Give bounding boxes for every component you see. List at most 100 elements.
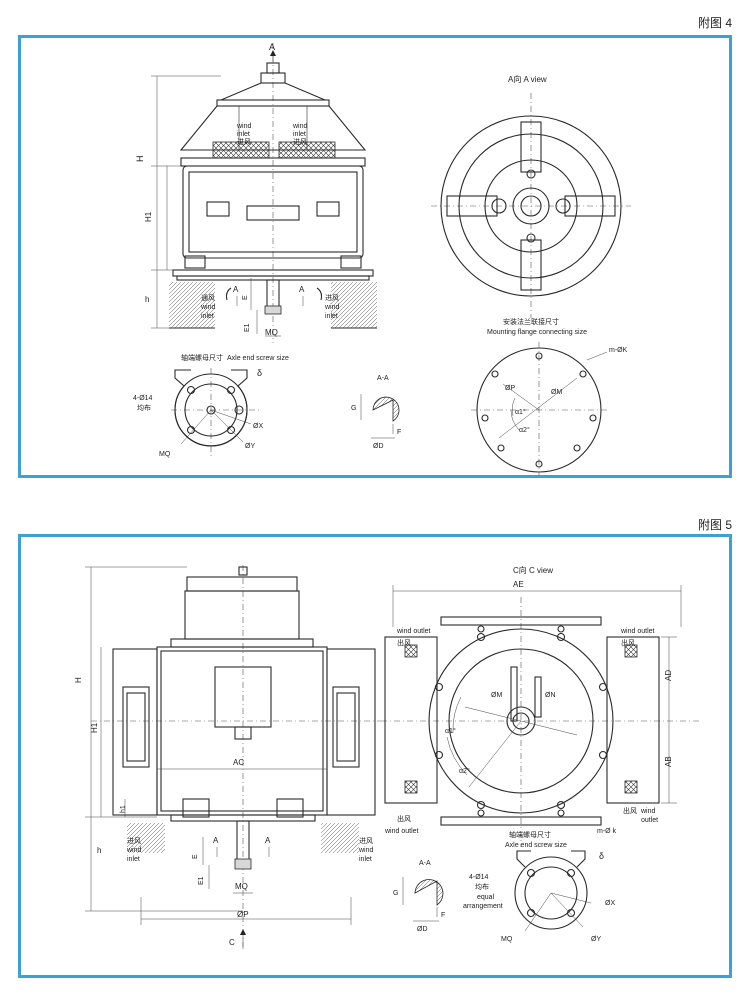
- label5-AE: AE: [513, 580, 524, 589]
- label-wind-bottom-right: wind: [324, 304, 340, 311]
- label-phiY: ØY: [245, 443, 255, 450]
- mounting-flange-view: [471, 342, 608, 475]
- label5-c-view: C向 C view: [513, 565, 553, 575]
- label-tong-feng-left: 通风: [201, 293, 215, 302]
- label5-axle-en: Axle end screw size: [505, 842, 567, 849]
- label-inlet-right: inlet: [293, 131, 306, 138]
- label5-outlet-cn-bottom-right: 出风: [623, 806, 637, 815]
- axle-end-view: [171, 368, 261, 458]
- label-axle-en: Axle end screw size: [227, 355, 289, 362]
- label5-wind-outlet-bottom-left: wind outlet: [384, 828, 419, 835]
- c-aa-section: [402, 877, 444, 922]
- label-a-left: A: [233, 285, 239, 294]
- label-F: F: [397, 429, 401, 436]
- label5-MQ: MQ: [235, 882, 248, 891]
- label5-outlet-cn-right: 出风: [621, 638, 635, 647]
- label5-H: H: [74, 677, 83, 683]
- figure5-panel: H H1 h1 h AC E E1 MQ ØP C A A 进风 wind in…: [18, 534, 732, 978]
- label-h: h: [145, 295, 149, 304]
- label5-mk: m-Ø k: [597, 828, 617, 835]
- label-inlet-bottom-right: inlet: [325, 313, 338, 320]
- label5-inlet-left: inlet: [127, 856, 140, 863]
- label5-E: E: [192, 854, 199, 859]
- label-phiM: ØM: [551, 389, 562, 396]
- a-view-drawing: [431, 93, 631, 318]
- figure4-drawing: A H H1 h wind inlet 进风 wind inlet 进风 通风 …: [133, 42, 631, 475]
- label5-wind-right: wind: [358, 847, 374, 854]
- label5-phiY: ØY: [591, 936, 601, 943]
- label-alpha2: α2°: [519, 426, 530, 434]
- label-phiP: ØP: [505, 385, 515, 392]
- label-wind-inlet-cn-bottom-right: 进风: [325, 294, 339, 302]
- label5-inlet-right: inlet: [359, 856, 372, 863]
- label-inlet-left: inlet: [237, 131, 250, 138]
- label5-alpha1: α1°: [445, 727, 456, 735]
- label5-phiM: ØM: [491, 692, 502, 699]
- label-MQ: MQ: [265, 328, 278, 337]
- label-mK: m-ØK: [609, 347, 628, 354]
- label-G: G: [351, 405, 356, 412]
- label5-AC: AC: [233, 758, 244, 767]
- label5-axle-cn: 轴端螺母尺寸: [509, 830, 551, 839]
- label-H1: H1: [144, 211, 153, 222]
- label-alpha1: α1°: [515, 408, 526, 416]
- motor-front-view: [151, 43, 377, 343]
- motor-side-view: [85, 565, 381, 949]
- label-wind-bottom-left: wind: [200, 304, 216, 311]
- label-a-right: A: [299, 285, 305, 294]
- label5-wind-outlet-left: wind outlet: [396, 628, 431, 635]
- label5-equal: equal: [477, 894, 495, 901]
- label-a-top: A: [269, 42, 275, 52]
- label-axle-cn: 轴端螺母尺寸: [181, 353, 223, 362]
- label-uniform: 均布: [137, 403, 151, 412]
- label5-wind-left: wind: [126, 847, 142, 854]
- figure5-drawing: H H1 h1 h AC E E1 MQ ØP C A A 进风 wind in…: [74, 565, 701, 949]
- label5-wind-outlet-right: wind outlet: [620, 628, 655, 635]
- label5-G: G: [393, 890, 398, 897]
- label5-C: C: [229, 938, 235, 947]
- label-H: H: [135, 156, 145, 163]
- label-phiD: ØD: [373, 443, 384, 450]
- label-flange-en: Mounting flange connecting size: [487, 329, 587, 336]
- label5-MQ-axle: MQ: [501, 936, 513, 943]
- label5-aa: A-A: [419, 860, 431, 867]
- figure4-caption: 附图 4: [697, 16, 732, 30]
- label5-holes: 4-Ø14: [469, 874, 489, 881]
- label-E: E: [242, 295, 249, 300]
- label-a-view: A向 A view: [508, 74, 547, 84]
- label5-outlet-bottom-right: outlet: [641, 817, 658, 824]
- c-axle-end-view: [514, 850, 592, 932]
- label-flange-cn: 安装法兰联接尺寸: [503, 317, 559, 326]
- label-wind-inlet-cn-left: 进风: [237, 138, 251, 146]
- label5-outlet-cn-left: 出风: [397, 638, 411, 647]
- label5-wind-inlet-cn-right: 进风: [359, 837, 373, 845]
- label5-phiX: ØX: [605, 900, 615, 907]
- c-view-drawing: [381, 585, 701, 847]
- figure4-panel: A H H1 h wind inlet 进风 wind inlet 进风 通风 …: [18, 35, 732, 478]
- aa-section: [360, 394, 400, 439]
- label5-AB: AB: [664, 756, 673, 767]
- label-wind-left: wind: [236, 123, 252, 130]
- label5-F: F: [441, 912, 445, 919]
- label-aa: A-A: [377, 375, 389, 382]
- label5-phiN: ØN: [545, 692, 556, 699]
- label5-h1: h1: [120, 805, 127, 813]
- label-phiX: ØX: [253, 423, 263, 430]
- label-holes: 4-Ø14: [133, 395, 153, 402]
- label5-phiP: ØP: [237, 910, 249, 919]
- label-wind-inlet-cn-right: 进风: [293, 138, 307, 146]
- label5-E1: E1: [198, 876, 205, 885]
- figure5-caption: 附图 5: [697, 518, 732, 532]
- label5-outlet-cn-bottom-left: 出风: [397, 814, 411, 823]
- label5-phiD: ØD: [417, 926, 428, 933]
- label5-arrangement: arrangement: [463, 903, 503, 910]
- label5-AD: AD: [664, 670, 673, 681]
- label-delta: δ: [257, 368, 262, 378]
- label-E1: E1: [244, 323, 251, 332]
- label5-h: h: [97, 846, 101, 855]
- label5-wind-inlet-cn-left: 进风: [127, 837, 141, 845]
- label5-uniform: 均布: [475, 882, 489, 891]
- label5-A-right: A: [265, 836, 271, 845]
- label5-delta: δ: [599, 851, 604, 861]
- label5-wind-bottom-right: wind: [640, 808, 656, 815]
